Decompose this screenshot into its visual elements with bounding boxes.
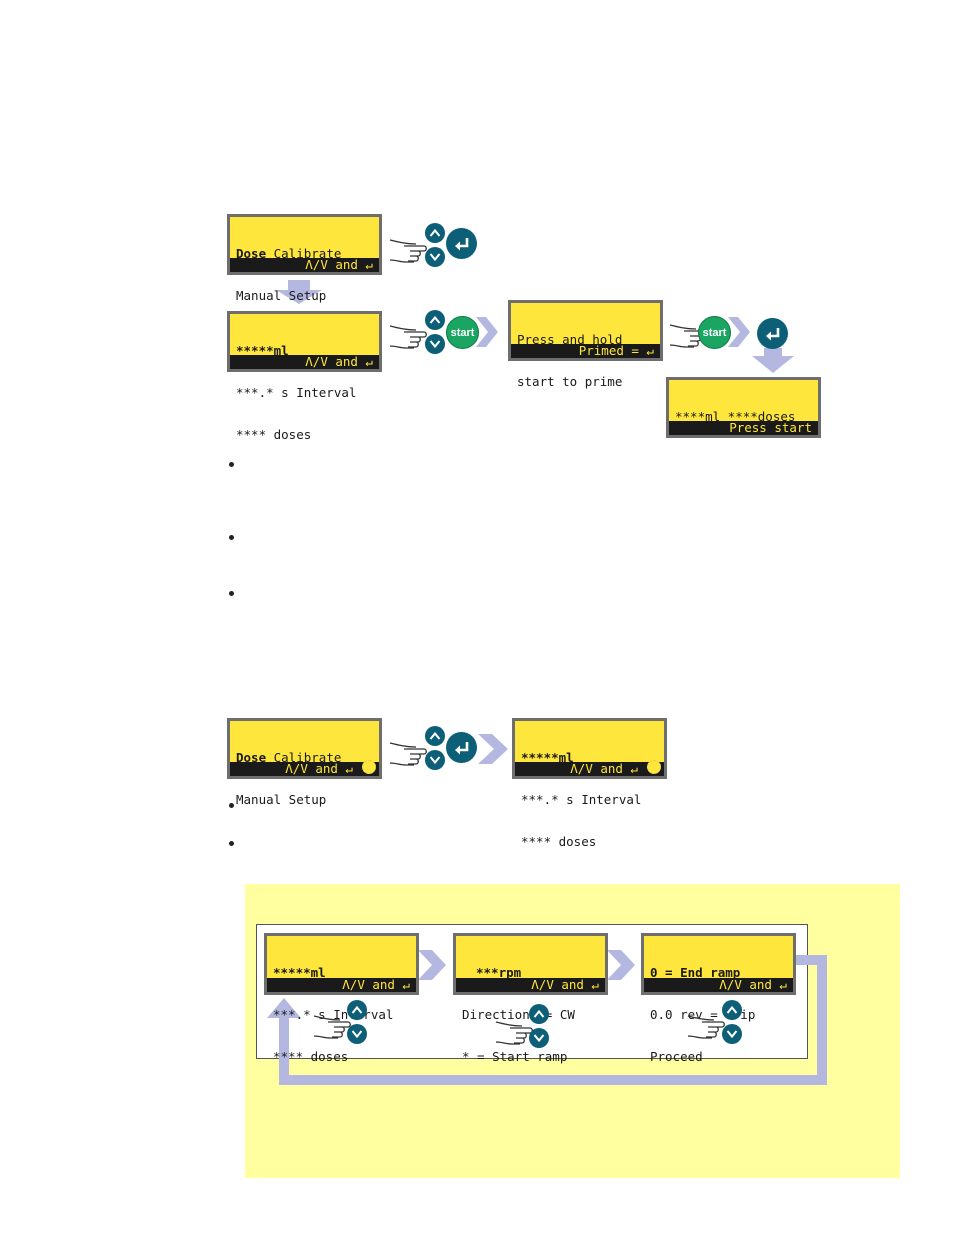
up-chevron-icon xyxy=(429,228,441,237)
lcd-text-bold: *****ml xyxy=(521,750,574,765)
up-chevron-icon xyxy=(429,315,441,324)
ghost-indicator xyxy=(647,760,661,774)
lcd-status-bar: Λ/V and ↵ xyxy=(230,258,379,272)
up-button[interactable] xyxy=(425,310,445,330)
up-chevron-icon xyxy=(429,731,441,740)
down-button[interactable] xyxy=(425,247,445,267)
pointing-hand-icon xyxy=(313,1015,351,1039)
lcd-text-bold: 0 = End ramp xyxy=(650,965,741,980)
enter-icon xyxy=(454,741,468,754)
lcd-status-bar: Λ/V and ↵ xyxy=(267,978,416,992)
up-button[interactable] xyxy=(529,1004,549,1024)
lcd-text: Calibrate xyxy=(266,750,342,765)
lcd-text: ***.* s Interval xyxy=(521,792,642,807)
pointing-hand-icon xyxy=(389,239,427,263)
flow-arrow-right-3 xyxy=(478,734,508,764)
down-button[interactable] xyxy=(425,750,445,770)
lcd-text: ****ml ****doses xyxy=(675,409,796,424)
lcd-dose: *****ml ***.* s Interval **** doses Λ/V … xyxy=(264,933,419,1064)
down-chevron-icon xyxy=(429,756,441,765)
bullet-point xyxy=(229,462,234,467)
lcd-status-bar: Λ/V and ↵ xyxy=(515,762,664,776)
pointing-hand-icon xyxy=(389,742,427,766)
lcd-text-bold: *****ml xyxy=(236,343,289,358)
lcd-status-bar: Primed = ↵ xyxy=(511,344,660,358)
lcd-menu: Dose Calibrate Manual Setup Λ/V and ↵ xyxy=(227,718,382,807)
lcd-ready: ****ml ****doses Press start xyxy=(666,377,821,438)
lcd-dose-settings: *****ml ***.* s Interval **** doses Λ/V … xyxy=(227,311,382,442)
lcd-text: ***.* s Interval xyxy=(236,385,357,400)
pointing-hand-icon xyxy=(687,1015,725,1039)
down-button[interactable] xyxy=(722,1024,742,1044)
lcd-text-bold: Dose xyxy=(236,750,267,765)
lcd-status-bar: Press start xyxy=(669,421,818,435)
down-chevron-icon xyxy=(429,253,441,262)
lcd-text: **** doses xyxy=(236,427,312,442)
lcd-text: **** doses xyxy=(521,834,597,849)
lcd-text: Calibrate xyxy=(266,246,342,261)
lcd-text: **** doses xyxy=(273,1049,349,1064)
bullet-point xyxy=(229,841,234,846)
down-chevron-icon xyxy=(429,340,441,349)
bullet-point xyxy=(229,591,234,596)
down-chevron-icon xyxy=(351,1030,363,1039)
ghost-indicator xyxy=(362,760,376,774)
down-button[interactable] xyxy=(425,334,445,354)
lcd-text: Manual Setup xyxy=(236,288,327,303)
up-button[interactable] xyxy=(425,726,445,746)
lcd-text-bold: *****ml xyxy=(273,965,326,980)
flow-arrow-down-1 xyxy=(276,280,322,304)
enter-button[interactable] xyxy=(757,318,788,349)
lcd-prime: Press and hold start to prime Primed = ↵ xyxy=(508,300,663,389)
pointing-hand-icon xyxy=(389,325,427,349)
down-button[interactable] xyxy=(347,1024,367,1044)
bullet-point xyxy=(229,535,234,540)
enter-icon xyxy=(765,327,779,340)
down-button[interactable] xyxy=(529,1028,549,1048)
lcd-dose-settings: *****ml ***.* s Interval **** doses Λ/V … xyxy=(512,718,667,849)
start-button-label: start xyxy=(702,326,727,339)
lcd-status-bar: Λ/V and ↵ xyxy=(230,355,379,369)
lcd-text-bold: Dose xyxy=(236,246,267,261)
lcd-text: * = Start ramp xyxy=(462,1049,568,1064)
up-button[interactable] xyxy=(347,1000,367,1020)
lcd-rpm: ***rpm Direction = CW * = Start ramp Λ/V… xyxy=(453,933,608,1064)
lcd-text: start to prime xyxy=(517,374,623,389)
lcd-text: Press and hold xyxy=(517,332,623,347)
pointing-hand-icon xyxy=(495,1021,533,1045)
lcd-text-bold: ***rpm xyxy=(476,965,522,980)
up-button[interactable] xyxy=(425,223,445,243)
start-button[interactable]: start xyxy=(446,316,479,349)
lcd-status-bar: Λ/V and ↵ xyxy=(456,978,605,992)
up-chevron-icon xyxy=(533,1009,545,1018)
lcd-ramp: 0 = End ramp 0.0 rev = drip Proceed Λ/V … xyxy=(641,933,796,1064)
lcd-text: Proceed xyxy=(650,1049,703,1064)
down-chevron-icon xyxy=(726,1030,738,1039)
lcd-status-bar: Λ/V and ↵ xyxy=(644,978,793,992)
flow-arrow-right-1 xyxy=(476,317,498,347)
enter-button[interactable] xyxy=(446,228,477,259)
enter-icon xyxy=(454,237,468,250)
bullet-point xyxy=(229,803,234,808)
flow-arrow-down-2 xyxy=(752,348,794,373)
down-chevron-icon xyxy=(533,1034,545,1043)
up-chevron-icon xyxy=(726,1005,738,1014)
start-button-label: start xyxy=(450,326,475,339)
start-button[interactable]: start xyxy=(698,316,731,349)
lcd-status-bar: Λ/V and ↵ xyxy=(230,762,379,776)
up-button[interactable] xyxy=(722,1000,742,1020)
enter-button[interactable] xyxy=(446,732,477,763)
flow-arrow-right-2 xyxy=(728,317,750,347)
up-chevron-icon xyxy=(351,1005,363,1014)
lcd-text: Manual Setup xyxy=(236,792,327,807)
lcd-menu: Dose Calibrate Manual Setup Λ/V and ↵ xyxy=(227,214,382,303)
